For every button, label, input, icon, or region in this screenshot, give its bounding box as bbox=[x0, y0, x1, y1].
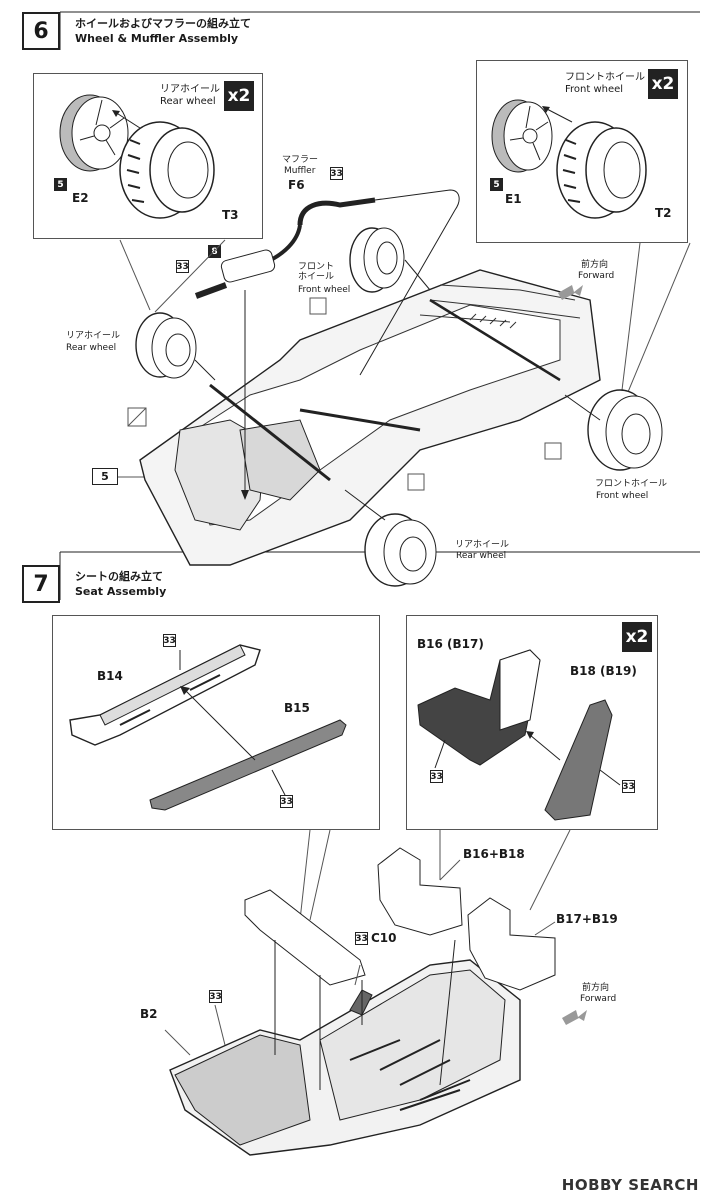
front-wheel-part-e1: E1 bbox=[505, 192, 522, 206]
forward-label-jp-step7: 前方向 bbox=[582, 983, 610, 993]
watermark: HOBBY SEARCH bbox=[561, 1176, 699, 1194]
rear-wheel-ref-badge: 5 bbox=[54, 178, 67, 191]
step-7-number: 7 bbox=[22, 565, 60, 603]
rear-wheel-label-jp: リアホイール bbox=[160, 84, 220, 95]
part-b14: B14 bbox=[97, 669, 123, 683]
front-wheel-detail-panel bbox=[476, 60, 688, 243]
b18-glue-badge: 33 bbox=[622, 780, 635, 793]
rear-wheel-detail-panel bbox=[33, 73, 263, 239]
muffler-label-jp: マフラー bbox=[282, 155, 319, 165]
rear-wheel-bottom-label-jp: リアホイール bbox=[455, 540, 510, 550]
b16-glue-badge: 33 bbox=[430, 770, 443, 783]
rear-wheel-qty-badge: x2 bbox=[224, 81, 254, 111]
step-7-title-jp: シートの組み立て bbox=[75, 570, 163, 583]
chassis-ref-badge: 5 bbox=[92, 468, 118, 485]
rear-wheel-label-en: Rear wheel bbox=[160, 96, 216, 107]
front-wheel-label-en: Front wheel bbox=[565, 84, 624, 95]
rear-wheel-part-e2: E2 bbox=[72, 191, 89, 205]
front-wheel-label-jp: フロントホイール bbox=[565, 72, 645, 83]
part-b16-b17: B16 (B17) bbox=[417, 637, 484, 651]
muffler-part-f6: F6 bbox=[288, 178, 305, 192]
seat-rear-detail-panel bbox=[52, 615, 380, 830]
rear-wheel-left-label-jp: リアホイール bbox=[66, 331, 121, 341]
b15-glue-badge: 33 bbox=[280, 795, 293, 808]
b2-glue-badge: 33 bbox=[209, 990, 222, 1003]
forward-label-en-step6: Forward bbox=[578, 271, 615, 281]
front-tire-part-t2: T2 bbox=[655, 206, 672, 220]
rear-tire-part-t3: T3 bbox=[222, 208, 239, 222]
muffler-glue-badge: 33 bbox=[330, 167, 343, 180]
part-b2: B2 bbox=[140, 1007, 158, 1021]
part-c10: C10 bbox=[371, 931, 397, 945]
front-wheel-right-label-en: Front wheel bbox=[596, 491, 649, 501]
muffler-label-en: Muffler bbox=[284, 166, 316, 176]
assembly-b16-b18: B16+B18 bbox=[463, 847, 525, 861]
front-wheel-right-label-jp: フロントホイール bbox=[595, 479, 668, 489]
front-wheel-center-label-jp: フロント ホイール bbox=[298, 262, 335, 283]
step-6-title-en: Wheel & Muffler Assembly bbox=[75, 32, 239, 45]
seat-front-detail-panel bbox=[406, 615, 658, 830]
front-wheel-center-label-en: Front wheel bbox=[298, 285, 351, 295]
forward-label-jp-step6: 前方向 bbox=[581, 260, 609, 270]
forward-label-en-step7: Forward bbox=[580, 994, 617, 1004]
front-wheel-qty-badge: x2 bbox=[648, 69, 678, 99]
c10-glue-badge: 33 bbox=[355, 932, 368, 945]
step-6-number: 6 bbox=[22, 12, 60, 50]
part-b18-b19: B18 (B19) bbox=[570, 664, 637, 678]
step-6-title-jp: ホイールおよびマフラーの組み立て bbox=[75, 17, 251, 30]
rear-wheel-left-label-en: Rear wheel bbox=[66, 343, 117, 353]
assembly-b17-b19: B17+B19 bbox=[556, 912, 618, 926]
front-wheel-ref-badge: 5 bbox=[490, 178, 503, 191]
part-b15: B15 bbox=[284, 701, 310, 715]
rear-wheel-bottom-label-en: Rear wheel bbox=[456, 551, 507, 561]
b14-glue-badge: 33 bbox=[163, 634, 176, 647]
step-7-title-en: Seat Assembly bbox=[75, 585, 167, 598]
muffler-lower-glue-badge: 33 bbox=[176, 260, 189, 273]
front-seat-qty-badge: x2 bbox=[622, 622, 652, 652]
